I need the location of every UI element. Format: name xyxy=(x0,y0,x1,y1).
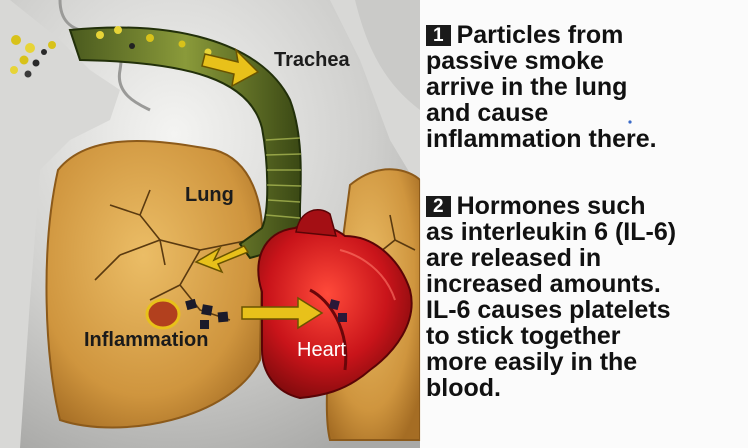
step-1-text: 1Particles from passive smoke arrive in … xyxy=(426,22,748,152)
step-2-number-badge: 2 xyxy=(426,196,451,217)
step-2-line-2: as interleukin 6 (IL-6) xyxy=(426,219,748,245)
step-2-line-3: are released in xyxy=(426,245,748,271)
step-2-line-1: 2Hormones such xyxy=(426,193,748,219)
step-2-line-5: IL-6 causes platelets xyxy=(426,297,748,323)
step-2-line-8: blood. xyxy=(426,375,748,401)
trachea-label: Trachea xyxy=(274,49,350,72)
lung-label: Lung xyxy=(185,184,234,207)
step-1-line-3: arrive in the lung xyxy=(426,74,748,100)
step-2-text: 2Hormones such as interleukin 6 (IL-6) a… xyxy=(426,193,748,401)
step-1-number-badge: 1 xyxy=(426,25,451,46)
step-1-line-4: and cause xyxy=(426,100,748,126)
step-1-line-2: passive smoke xyxy=(426,48,748,74)
step-2-line-4: increased amounts. xyxy=(426,271,748,297)
step-1-line-1: 1Particles from xyxy=(426,22,748,48)
inflammation-label: Inflammation xyxy=(84,329,208,352)
heart-label: Heart xyxy=(297,339,346,362)
step-1-line-5: inflammation there. xyxy=(426,126,748,152)
step-2-line-6: to stick together xyxy=(426,323,748,349)
step-2-line-7: more easily in the xyxy=(426,349,748,375)
